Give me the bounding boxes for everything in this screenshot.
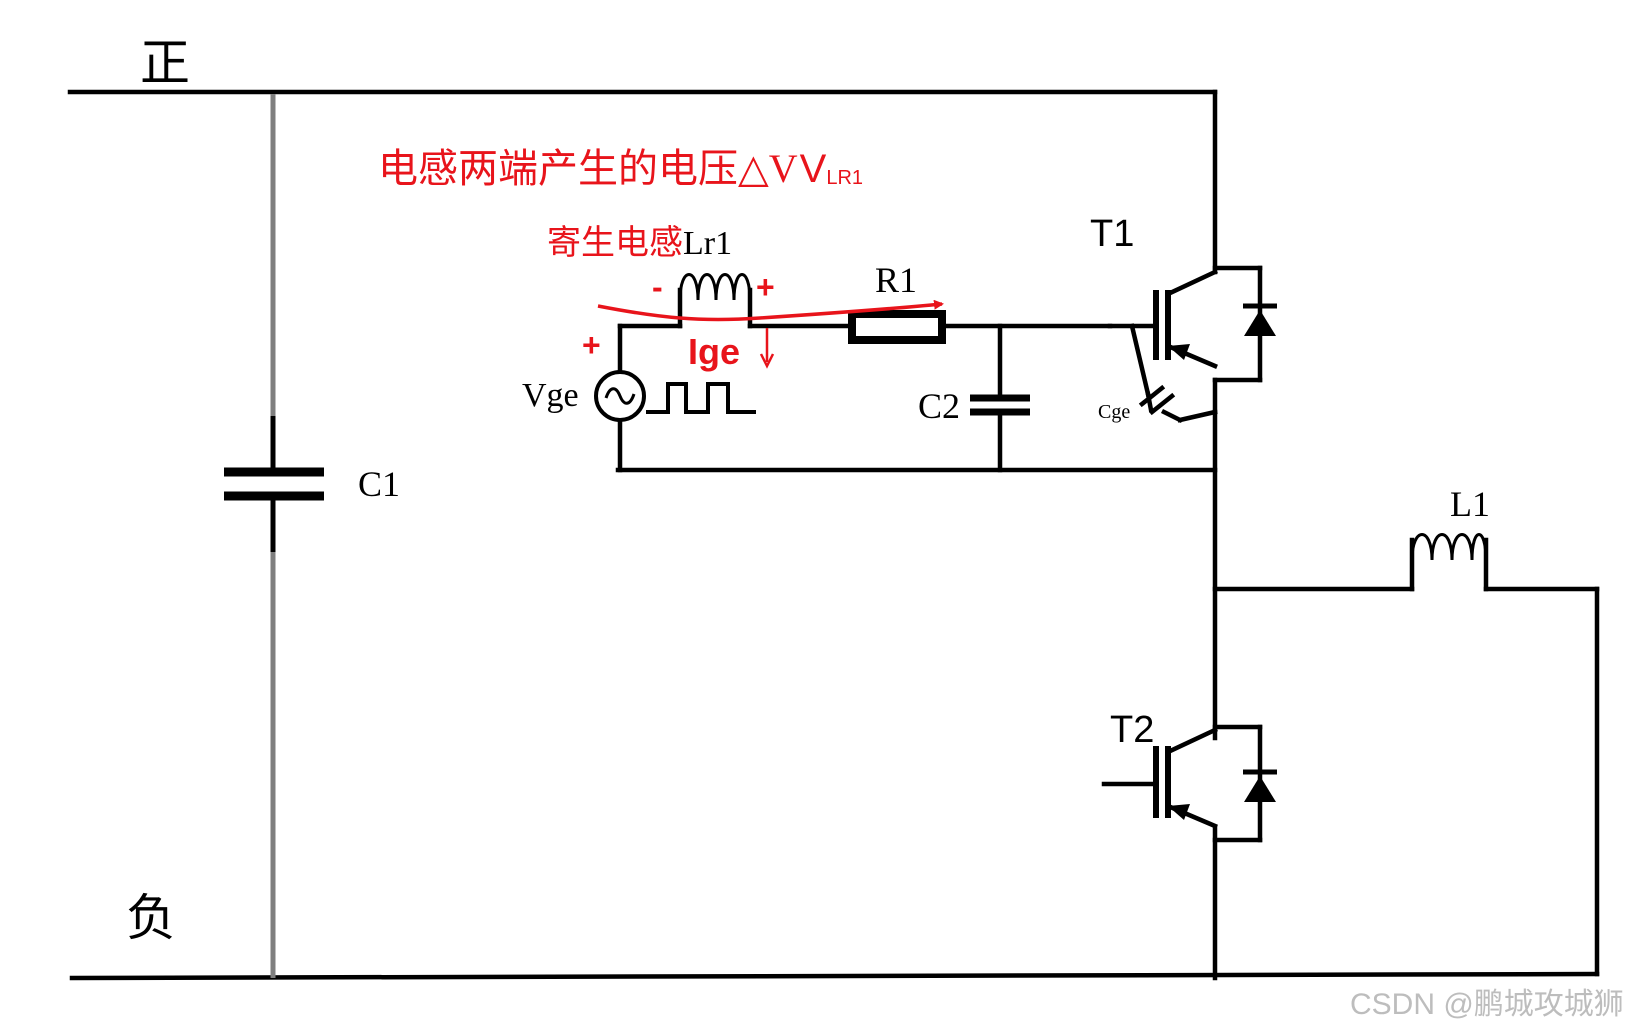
- igbt-t1: [1107, 265, 1277, 383]
- source-plus-sign: +: [582, 327, 601, 363]
- capacitor-c1: [224, 94, 324, 978]
- positive-rail-label: 正: [140, 35, 190, 91]
- parasitic-inductance-annotation: 寄生电感Lr1: [547, 224, 732, 262]
- cge-label: Cge: [1098, 401, 1130, 423]
- c2-label: C2: [918, 386, 960, 426]
- igbt-t2: [1101, 724, 1277, 843]
- negative-rail-label: 负: [126, 890, 176, 946]
- l1-label: L1: [1450, 484, 1490, 524]
- t2-emitter-arrow: [1168, 804, 1190, 820]
- inductor-l1: [1212, 533, 1600, 977]
- capacitor-cge: [1129, 323, 1218, 424]
- r1-label: R1: [875, 260, 917, 300]
- c1-label: C1: [358, 464, 400, 504]
- voltage-drop-arrow: [759, 328, 775, 369]
- watermark: CSDN @鹏城攻城狮: [1350, 988, 1624, 1021]
- lr1-plus-sign: +: [756, 269, 775, 305]
- inductor-voltage-annotation: 电感两端产生的电压△VVLR1: [378, 146, 863, 191]
- negative-rail: [69, 971, 1600, 981]
- vge-label: Vge: [522, 377, 579, 414]
- current-label-ige: Ige: [688, 331, 740, 372]
- t1-emitter-arrow: [1168, 344, 1190, 360]
- t1-label: T1: [1090, 213, 1134, 255]
- gate-drive-loop: [615, 273, 1218, 473]
- t2-label: T2: [1110, 709, 1154, 751]
- current-flow-arrow: [597, 299, 944, 322]
- voltage-source-vge: [594, 370, 756, 422]
- lr1-minus-sign: -: [652, 269, 663, 305]
